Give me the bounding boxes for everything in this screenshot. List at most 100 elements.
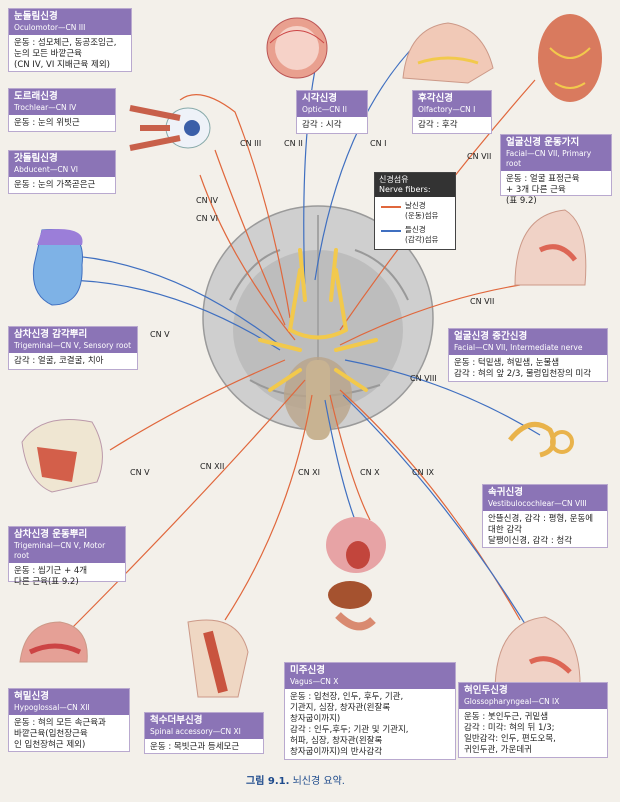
inner-ear-illustration — [500, 410, 580, 465]
tongue-illustration — [15, 612, 95, 672]
label-cn5-bot: CN V — [130, 468, 150, 477]
card-body: 운동 : 혀의 모든 속근육과 바깥근육(입천장근육 인 입천장혀근 제외) — [14, 718, 106, 750]
face-sensory-illustration — [22, 225, 92, 310]
label-cn11: CN XI — [298, 468, 320, 477]
card-subtitle: Hypoglossal—CN XII — [14, 703, 90, 712]
card-body: 운동 : 입천장, 인두, 후두, 기관, 기관지, 심장, 창자관(왼잘록 창… — [290, 692, 409, 757]
card-subtitle: Glossopharyngeal—CN IX — [464, 697, 560, 706]
label-cn4: CN IV — [196, 196, 218, 205]
card-subtitle: Trigeminal—CN V, Motor root — [14, 541, 106, 560]
card-subtitle: Trochlear—CN IV — [14, 103, 77, 112]
caption-number: 그림 9.1. — [246, 776, 290, 787]
cn1-fiber — [314, 39, 421, 281]
card-title: 혀인두신경 — [464, 685, 508, 696]
label-cn7-mid: CN VII — [470, 297, 495, 306]
skull-jaw-illustration — [12, 412, 112, 497]
card-subtitle: Facial—CN VII, Intermediate nerve — [454, 343, 583, 352]
card-title: 미주신경 — [290, 665, 325, 676]
card-body: 운동 : 얼굴 표정근육 + 3개 다른 근육 (표 9.2) — [506, 174, 580, 206]
cn3-fiber — [179, 94, 291, 319]
legend-motor: 날신경 (운동)섬유 — [405, 201, 439, 220]
label-cn8: CN VIII — [410, 374, 437, 383]
figure-caption: 그림 9.1. 뇌신경 요약. — [246, 772, 345, 787]
label-cn10: CN X — [360, 468, 380, 477]
card-body: 운동 : 섬모체근, 동공조임근, 눈의 모든 바깥근육 (CN IV, VI … — [14, 38, 117, 70]
card-title: 속귀신경 — [488, 487, 523, 498]
card-body: 감각 : 후각 — [418, 120, 458, 130]
thoracic-organs-illustration — [318, 485, 393, 645]
cn8-fiber — [344, 359, 541, 436]
card-subtitle: Vagus—CN X — [290, 677, 339, 686]
card-subtitle: Spinal accessory—CN XI — [150, 727, 241, 736]
card-body: 운동 : 턱밑샘, 혀밑샘, 눈물샘 감각 : 혀의 앞 2/3, 물렁입천장의… — [454, 358, 592, 379]
label-cn5-top: CN V — [150, 330, 170, 339]
card-title: 눈돌림신경 — [14, 11, 58, 22]
cn11-fiber — [224, 394, 313, 621]
card-body: 운동 : 눈의 위빗근 — [14, 118, 80, 128]
card-title: 얼굴신경 중간신경 — [454, 331, 528, 342]
sensory-swatch — [381, 230, 401, 232]
card-title: 혀밑신경 — [14, 691, 49, 702]
cn6-fiber — [199, 174, 296, 341]
card-subtitle: Oculomotor—CN III — [14, 23, 86, 32]
card-title: 삼차신경 감각뿌리 — [14, 329, 88, 340]
card-subtitle: Optic—CN II — [302, 105, 347, 114]
legend-title-en: Nerve fibers: — [379, 185, 431, 194]
legend-sensory: 들신경 (감각)섬유 — [405, 225, 439, 244]
label-cn9: CN IX — [412, 468, 434, 477]
cn12-fiber — [59, 379, 306, 641]
legend-title-ko: 신경섬유 — [379, 175, 409, 184]
card-subtitle: Olfactory—CN I — [418, 105, 476, 114]
card-title: 얼굴신경 운동가지 — [506, 137, 580, 148]
cn5-motor-fiber — [109, 359, 286, 451]
card-body: 운동 : 붓인두근, 귀밑샘 감각 : 미각: 혀의 뒤 1/3; 일반감각: … — [464, 712, 556, 755]
card-title: 갓돌림신경 — [14, 153, 58, 164]
card-body: 감각 : 시각 — [302, 120, 342, 130]
neck-muscles-illustration — [178, 612, 258, 702]
label-cn2: CN II — [284, 139, 303, 148]
label-cn7-top: CN VII — [467, 152, 492, 161]
card-title: 시각신경 — [302, 93, 337, 104]
card-body: 운동 : 눈의 가쪽곧은근 — [14, 180, 96, 190]
card-title: 후각신경 — [418, 93, 453, 104]
nasal-cavity-illustration — [398, 8, 498, 88]
eyeball-illustration — [262, 8, 332, 88]
card-body: 운동 : 목빗근과 등세모근 — [150, 742, 240, 752]
mouth-section-illustration — [510, 205, 590, 290]
card-body: 감각 : 얼굴, 코결굴, 치아 — [14, 356, 104, 366]
motor-swatch — [381, 206, 401, 208]
face-muscles-illustration — [530, 8, 610, 108]
cn5-sensory-fiber-2 — [59, 279, 281, 351]
card-subtitle: Vestibulocochlear—CN VIII — [488, 499, 587, 508]
cn4-fiber — [214, 149, 286, 326]
card-title: 삼차신경 운동뿌리 — [14, 529, 88, 540]
cn5-sensory-fiber — [59, 254, 281, 346]
label-cn6: CN VI — [196, 214, 218, 223]
card-body: 안뜰신경, 감각 : 평형, 운동에 대한 감각 달팽이신경, 감각 : 청각 — [488, 514, 594, 546]
pharynx-illustration — [490, 612, 585, 697]
label-cn3: CN III — [240, 139, 262, 148]
label-cn1: CN I — [370, 139, 387, 148]
cn7-mid-fiber — [339, 284, 521, 346]
card-subtitle: Trigeminal—CN V, Sensory root — [14, 341, 132, 350]
cn9-sensory-fiber — [342, 394, 536, 641]
card-body: 운동 : 씹기근 + 4개 다른 근육(표 9.2) — [14, 566, 88, 587]
card-title: 도르래신경 — [14, 91, 58, 102]
cn10-sensory-fiber — [324, 399, 356, 521]
card-title: 척수더부신경 — [150, 715, 203, 726]
card-subtitle: Facial—CN VII, Primary root — [506, 149, 592, 168]
card-subtitle: Abducent—CN VI — [14, 165, 78, 174]
